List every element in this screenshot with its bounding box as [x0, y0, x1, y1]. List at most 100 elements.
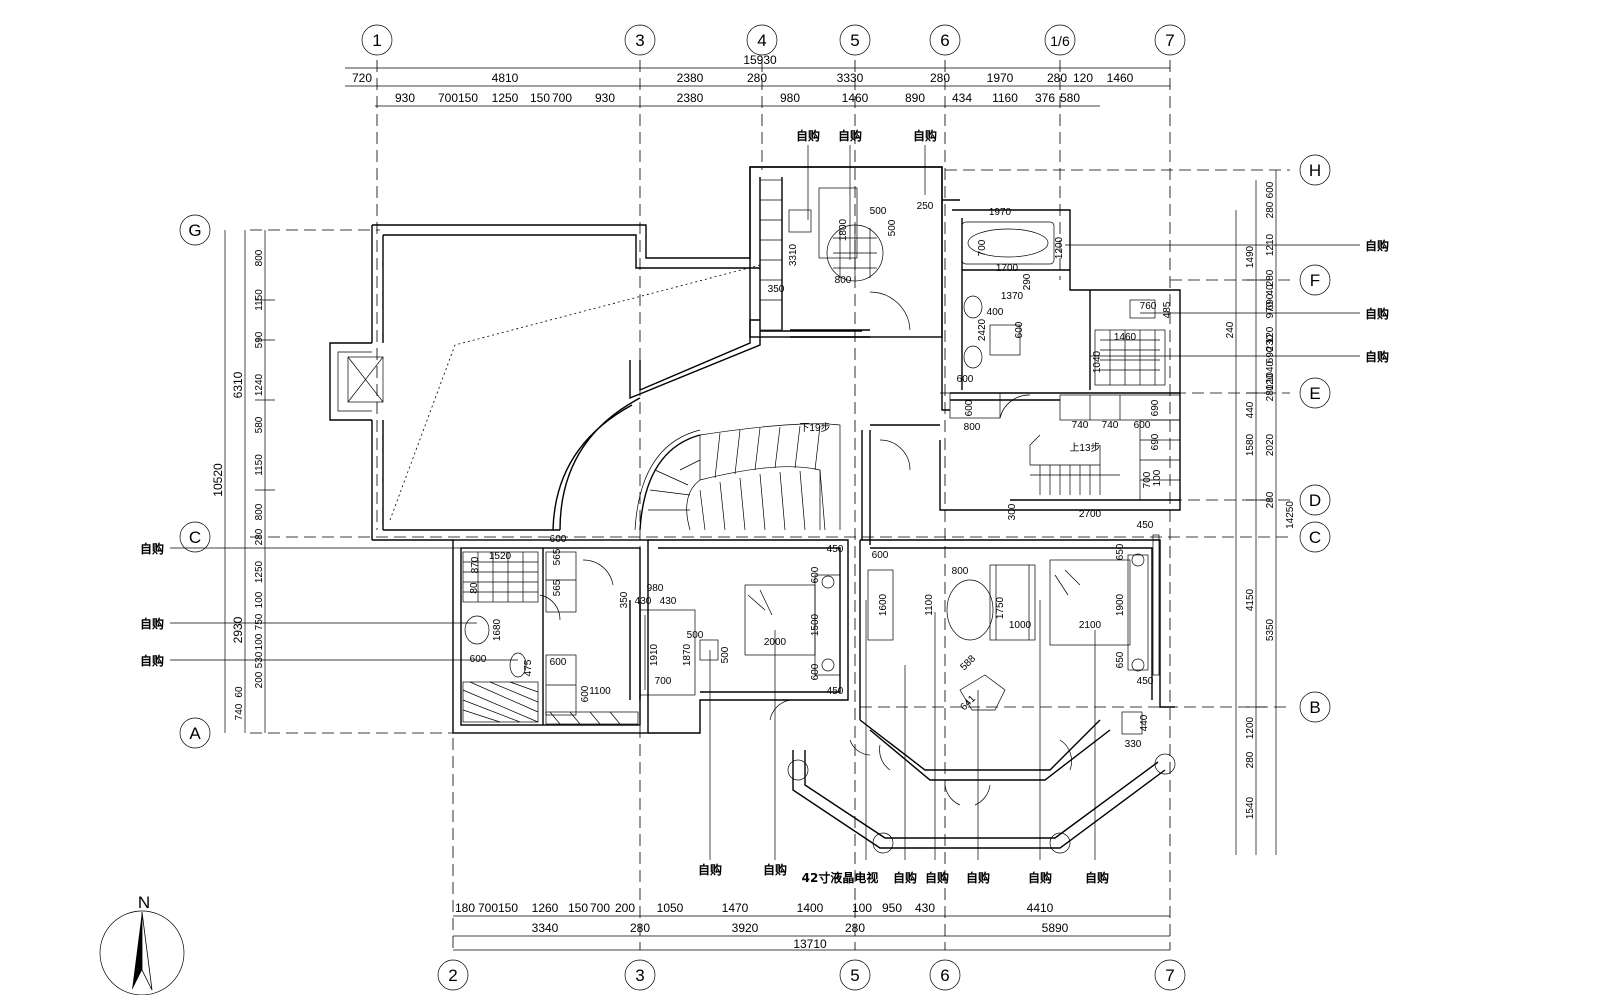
dimension-label: 1460 [1114, 332, 1137, 343]
dimension-label: 280 [930, 71, 950, 85]
annotation-self-purchase: 自购 [140, 653, 164, 668]
grid-label: G [188, 221, 201, 240]
dimension-label: 1200 [1054, 236, 1065, 259]
dimension-lines [224, 67, 1277, 951]
dimension-label: 4150 [1245, 588, 1256, 611]
dimension-label: 980 [780, 91, 800, 105]
dimension-label: 1150 [254, 289, 265, 311]
dimension-label: 280 [1265, 384, 1276, 401]
dimension-label: 720 [352, 71, 372, 85]
annotation-self-purchase: 自购 [1085, 870, 1109, 885]
grid-label: D [1309, 491, 1321, 510]
bottom-dimensions: 180 700 150 1260 150 700 200 1050 1470 1… [455, 901, 1069, 951]
dimension-label: 1240 [254, 373, 265, 396]
dimension-label: 1540 [1245, 796, 1256, 819]
dimension-label: 1500 [810, 613, 821, 636]
dimension-label: 740 [234, 703, 245, 720]
leader-lines [170, 145, 1360, 860]
grid-label: 6 [940, 966, 949, 985]
dimension-label: 150 [498, 901, 518, 915]
dimension-label: 430 [635, 596, 652, 607]
dimension-label: 1970 [987, 71, 1014, 85]
dimension-label: 350 [619, 591, 630, 608]
dimension-label: 280 [1265, 269, 1276, 286]
dimension-label: 4410 [1027, 901, 1054, 915]
grid-label: 7 [1165, 966, 1174, 985]
dimension-label: 580 [1060, 91, 1080, 105]
annotation-self-purchase: 自购 [140, 541, 164, 556]
dimension-label: 700 [552, 91, 572, 105]
dimension-label: 1100 [589, 686, 611, 697]
dimension-label: 650 [1115, 651, 1126, 668]
dimension-label: 970 [1265, 301, 1276, 318]
dimension-label: 1900 [1115, 593, 1126, 616]
dimension-label: 280 [630, 921, 650, 935]
dimension-label: 700 [438, 91, 458, 105]
annotation-self-purchase: 自购 [140, 616, 164, 631]
dimension-label: 500 [687, 630, 704, 641]
dimension-label: 440 [1139, 714, 1150, 731]
dimension-label: 290 [1022, 273, 1033, 290]
dimension-label: 1600 [878, 593, 889, 616]
dimension-label: 280 [254, 528, 265, 545]
annotation-self-purchase: 自购 [913, 128, 937, 143]
dimension-label: 600 [810, 663, 821, 680]
dimension-label: 280 [747, 71, 767, 85]
stair-down-label: 下19步 [799, 422, 830, 434]
dimension-label: 600 [872, 550, 889, 561]
grid-bubble-left: G C A [179, 214, 211, 749]
grid-bubble-top: 1 3 4 5 6 1/6 7 [361, 24, 1186, 56]
dimension-label: 1000 [1009, 620, 1032, 631]
annotation-self-purchase: 自购 [1365, 306, 1389, 321]
annotation-self-purchase: 自购 [966, 870, 990, 885]
grid-label: 3 [635, 31, 644, 50]
dimension-label: 5350 [1265, 618, 1276, 641]
dimension-label: 280 [845, 921, 865, 935]
dimension-label: 1680 [492, 618, 503, 641]
dimension-label: 15930 [743, 53, 777, 67]
dimension-label: 120 [1265, 326, 1276, 343]
dimension-label: 800 [254, 249, 265, 266]
dimension-label: 588 [958, 653, 978, 673]
dimension-label: 700 [590, 901, 610, 915]
dimension-label: 3920 [732, 921, 759, 935]
dimension-label: 280 [1245, 751, 1256, 768]
dimension-label: 2380 [677, 71, 704, 85]
grid-label: 3 [635, 966, 644, 985]
dimension-label: 13710 [793, 937, 827, 951]
dimension-label: 120 [1265, 373, 1276, 390]
dimension-label: 1250 [492, 91, 519, 105]
dimension-label: 590 [254, 331, 265, 348]
dimension-label: 60 [234, 686, 245, 698]
dimension-label: 600 [550, 657, 567, 668]
dimension-label: 3310 [788, 243, 799, 266]
dimension-label: 600 [1014, 321, 1025, 338]
dimension-label: 690 [1265, 346, 1276, 363]
dimension-label: 330 [1125, 739, 1142, 750]
dimension-label: 690 [1265, 293, 1276, 310]
annotation-self-purchase: 自购 [1365, 238, 1389, 253]
dimension-label: 5890 [1042, 921, 1069, 935]
dimension-label: 930 [595, 91, 615, 105]
grid-label: 5 [850, 966, 859, 985]
dimension-label: 200 [254, 671, 265, 688]
dimension-label: 580 [254, 416, 265, 433]
dimension-label: 280 [1265, 201, 1276, 218]
grid-label: E [1309, 384, 1320, 403]
dimension-label: 40 [1265, 284, 1276, 296]
dimension-label: 1150 [254, 454, 265, 476]
grid-label: 5 [850, 31, 859, 50]
dimension-label: 6310 [231, 371, 245, 398]
dimension-label: 1460 [842, 91, 869, 105]
dimension-label: 434 [952, 91, 972, 105]
interior-dimensions: 250 500 500 1800 3310 350 800 1970 700 1… [469, 201, 1173, 750]
dimension-label: 100 [1152, 469, 1163, 486]
grid-label: B [1309, 698, 1320, 717]
dimension-label: 2020 [1265, 433, 1276, 456]
dimension-label: 700 [478, 901, 498, 915]
dimension-label: 2930 [231, 616, 245, 643]
grid-label: 4 [757, 31, 766, 50]
dimension-label: 1160 [992, 91, 1018, 105]
dimension-label: 150 [568, 901, 588, 915]
